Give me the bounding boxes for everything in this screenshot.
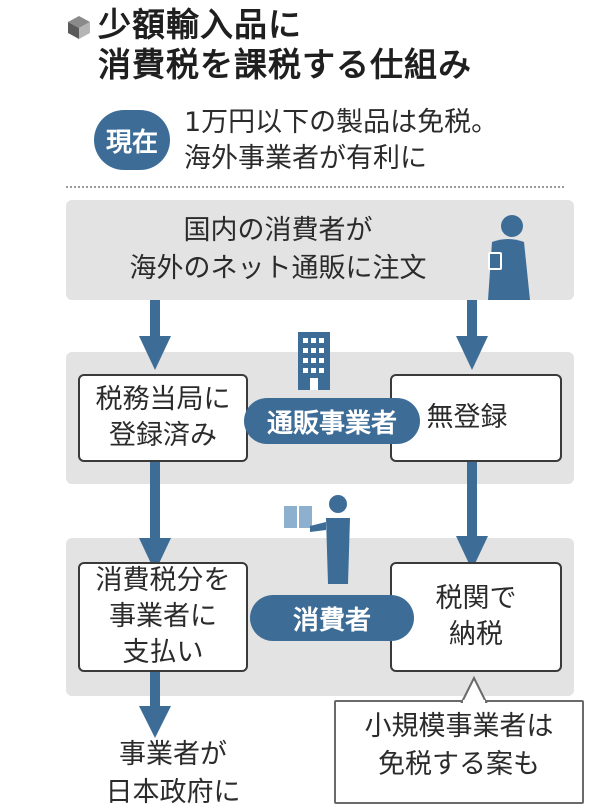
registered-box: 税務当局に 登録済み xyxy=(78,374,248,462)
title-line-2: 消費税を課税する仕組み xyxy=(98,45,472,84)
payment-line-3: 支払い xyxy=(122,637,204,668)
arrow-right-1-shaft xyxy=(467,300,477,340)
arrow-right-2-head xyxy=(456,536,488,570)
unregistered-label: 無登録 xyxy=(426,402,508,433)
customs-line-2: 納税 xyxy=(449,619,503,650)
cube-icon xyxy=(68,16,90,39)
bottom-text: 事業者が 日本政府に xyxy=(66,736,280,812)
divider xyxy=(66,186,564,188)
note-text: 小規模事業者は 免税する案も xyxy=(334,708,584,784)
arrow-right-1-head xyxy=(456,336,488,370)
arrow-left-3-head xyxy=(139,706,171,738)
current-line-2: 海外事業者が有利に xyxy=(184,143,427,174)
registered-line-1: 税務当局に xyxy=(95,384,231,415)
note-callout xyxy=(334,700,584,804)
note-line-1: 小規模事業者は xyxy=(364,711,554,742)
arrow-left-2-shaft xyxy=(150,460,160,542)
arrow-left-3-shaft xyxy=(150,670,160,710)
payment-line-1: 消費税分を xyxy=(95,565,231,596)
registered-line-2: 登録済み xyxy=(109,420,217,451)
customs-line-1: 税関で xyxy=(435,583,517,614)
order-line-1: 国内の消費者が xyxy=(183,215,373,246)
building-icon xyxy=(298,332,330,390)
current-line-1: 1万円以下の製品は免税。 xyxy=(184,107,499,138)
current-badge: 現在 xyxy=(94,110,170,170)
flow-arrows xyxy=(139,300,488,738)
title-line-1: 少額輸入品に xyxy=(98,5,302,44)
payment-box: 消費税分を 事業者に 支払い xyxy=(78,562,248,672)
bottom-line-2: 日本政府に xyxy=(105,777,241,808)
arrow-left-1-shaft xyxy=(150,300,160,340)
person-icon xyxy=(488,215,530,300)
note-line-2: 免税する案も xyxy=(378,749,540,780)
arrow-right-2-shaft xyxy=(467,460,477,540)
order-line-2: 海外のネット通販に注文 xyxy=(129,253,427,284)
customs-box: 税関で 納税 xyxy=(390,562,562,672)
bottom-line-1: 事業者が xyxy=(119,739,227,770)
arrow-left-2-head xyxy=(139,538,171,572)
merchant-pill: 通販事業者 xyxy=(244,398,420,444)
consumer-pill: 消費者 xyxy=(250,595,414,641)
arrow-left-1-head xyxy=(139,336,171,370)
person-with-package-icon xyxy=(284,495,350,584)
note-pointer xyxy=(460,675,488,705)
payment-line-2: 事業者に xyxy=(109,601,217,632)
